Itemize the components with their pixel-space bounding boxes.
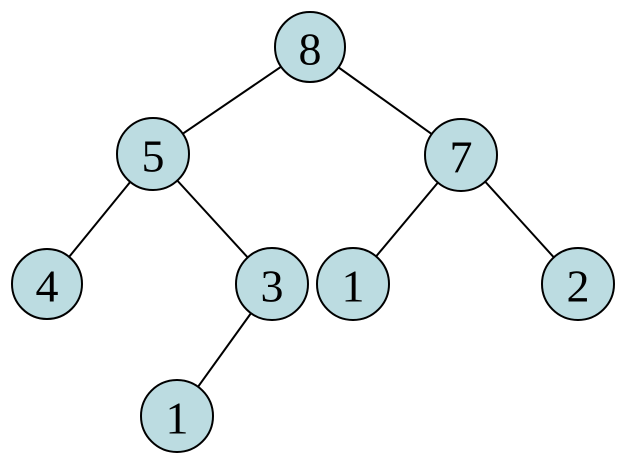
- tree-node-left: 5: [116, 117, 190, 191]
- tree-node-left-right: 3: [235, 247, 309, 321]
- tree-node-circle-left-right-left: [140, 379, 214, 453]
- tree-node-label-left-right: 3: [261, 261, 284, 312]
- tree-node-label-left: 5: [142, 131, 165, 182]
- tree-node-label-right: 7: [450, 132, 473, 183]
- tree-node-circle-left-left: [11, 248, 83, 320]
- tree-node-left-left: 4: [11, 248, 83, 320]
- tree-node-right-left: 1: [316, 247, 390, 321]
- tree-node-circle-root: [274, 11, 346, 83]
- tree-node-right: 7: [424, 118, 498, 192]
- tree-node-circle-right: [424, 118, 498, 192]
- tree-node-circle-left: [116, 117, 190, 191]
- tree-node-layer: 8 5 7 4 3 1 2 1: [11, 11, 615, 453]
- tree-node-circle-left-right: [235, 247, 309, 321]
- tree-node-root: 8: [274, 11, 346, 83]
- tree-node-circle-right-right: [541, 247, 615, 321]
- tree-node-label-right-left: 1: [342, 261, 365, 312]
- tree-node-label-right-right: 2: [567, 261, 590, 312]
- tree-node-label-left-left: 4: [36, 261, 59, 312]
- tree-node-label-root: 8: [299, 24, 322, 75]
- tree-node-left-right-left: 1: [140, 379, 214, 453]
- tree-node-label-left-right-left: 1: [166, 393, 189, 444]
- tree-edge-layer: [46, 46, 579, 417]
- tree-node-right-right: 2: [541, 247, 615, 321]
- tree-node-circle-right-left: [316, 247, 390, 321]
